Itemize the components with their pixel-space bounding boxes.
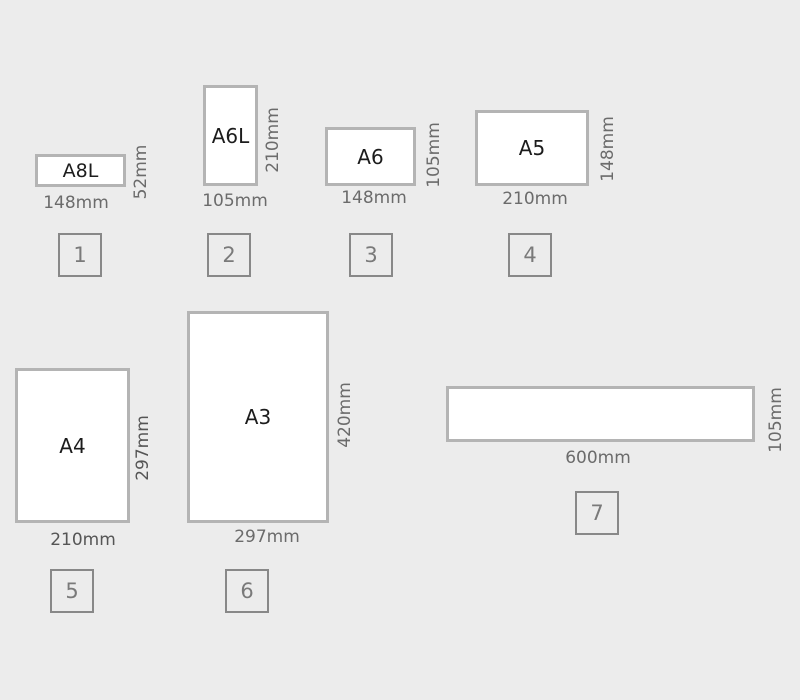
paper-name-label: A6 [357, 144, 384, 169]
paper-name-label: A8L [62, 159, 99, 182]
paper-banner [446, 386, 755, 442]
option-number-2[interactable]: 2 [207, 233, 251, 277]
width-dimension-label: 600mm [565, 448, 631, 468]
paper-a6l: A6L [203, 85, 258, 186]
width-dimension-label: 105mm [202, 191, 268, 211]
width-dimension-label: 148mm [341, 188, 407, 208]
height-dimension-label: 148mm [598, 116, 618, 182]
option-number-5[interactable]: 5 [50, 569, 94, 613]
height-dimension-label: 210mm [263, 107, 283, 173]
option-number-4[interactable]: 4 [508, 233, 552, 277]
paper-a8l: A8L [35, 154, 126, 187]
height-dimension-label: 420mm [335, 382, 355, 448]
option-number-1[interactable]: 1 [58, 233, 102, 277]
paper-name-label: A4 [59, 433, 86, 458]
width-dimension-label: 210mm [502, 189, 568, 209]
paper-name-label: A5 [518, 136, 546, 160]
paper-a6: A6 [325, 127, 416, 186]
paper-a4: A4 [15, 368, 130, 523]
width-dimension-label: 297mm [234, 527, 300, 547]
paper-name-label: A3 [244, 405, 272, 429]
option-number-7[interactable]: 7 [575, 491, 619, 535]
height-dimension-label: 297mm [133, 415, 153, 481]
paper-name-label: A6L [211, 123, 250, 148]
width-dimension-label: 210mm [50, 530, 116, 550]
height-dimension-label: 52mm [131, 144, 151, 200]
height-dimension-label: 105mm [766, 387, 786, 453]
option-number-3[interactable]: 3 [349, 233, 393, 277]
height-dimension-label: 105mm [424, 122, 444, 188]
option-number-6[interactable]: 6 [225, 569, 269, 613]
paper-a5: A5 [475, 110, 589, 186]
width-dimension-label: 148mm [43, 193, 109, 213]
paper-a3: A3 [187, 311, 329, 523]
